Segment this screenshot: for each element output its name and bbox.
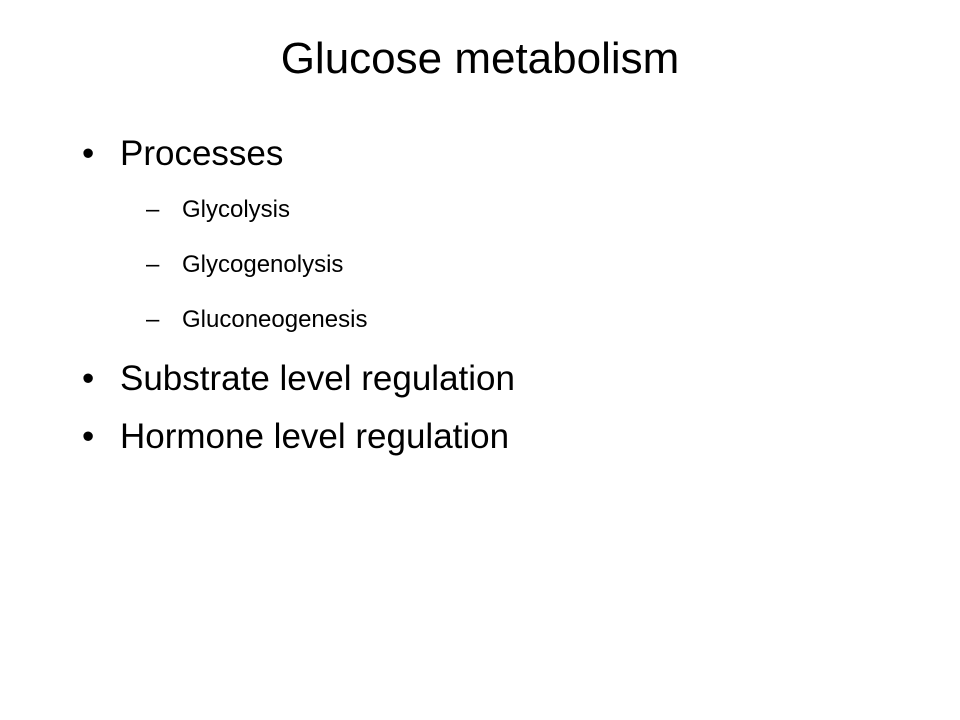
bullet-text: Substrate level regulation — [120, 359, 515, 398]
sub-bullet-list: – Glycolysis – Glycogenolysis – Gluconeo… — [80, 182, 900, 347]
sub-item-glycolysis: – Glycolysis — [80, 182, 900, 237]
sub-bullet-text: Glycogenolysis — [182, 251, 344, 278]
bullet-item-hormone-regulation: • Hormone level regulation — [80, 409, 900, 465]
bullet-item-substrate-regulation: • Substrate level regulation — [80, 351, 900, 407]
bullet-marker: • — [82, 417, 95, 456]
sub-item-glycogenolysis: – Glycogenolysis — [80, 237, 900, 292]
sub-bullet-text: Glycolysis — [182, 196, 291, 223]
bullet-marker: • — [82, 359, 95, 398]
sub-bullet-marker: – — [146, 196, 160, 223]
bullet-marker: • — [82, 134, 95, 173]
sub-bullet-marker: – — [146, 306, 160, 333]
bullet-item-processes: • Processes — [80, 126, 900, 182]
bullet-text: Processes — [120, 134, 284, 173]
sub-list-container: – Glycolysis – Glycogenolysis – Gluconeo… — [80, 182, 900, 347]
sub-bullet-marker: – — [146, 251, 160, 278]
sub-bullet-text: Gluconeogenesis — [182, 306, 368, 333]
slide-title: Glucose metabolism — [280, 34, 680, 83]
sub-item-gluconeogenesis: – Gluconeogenesis — [80, 292, 900, 347]
bullet-text: Hormone level regulation — [120, 417, 510, 456]
bullet-list: • Processes – Glycolysis – Glycogenolysi… — [80, 126, 900, 465]
